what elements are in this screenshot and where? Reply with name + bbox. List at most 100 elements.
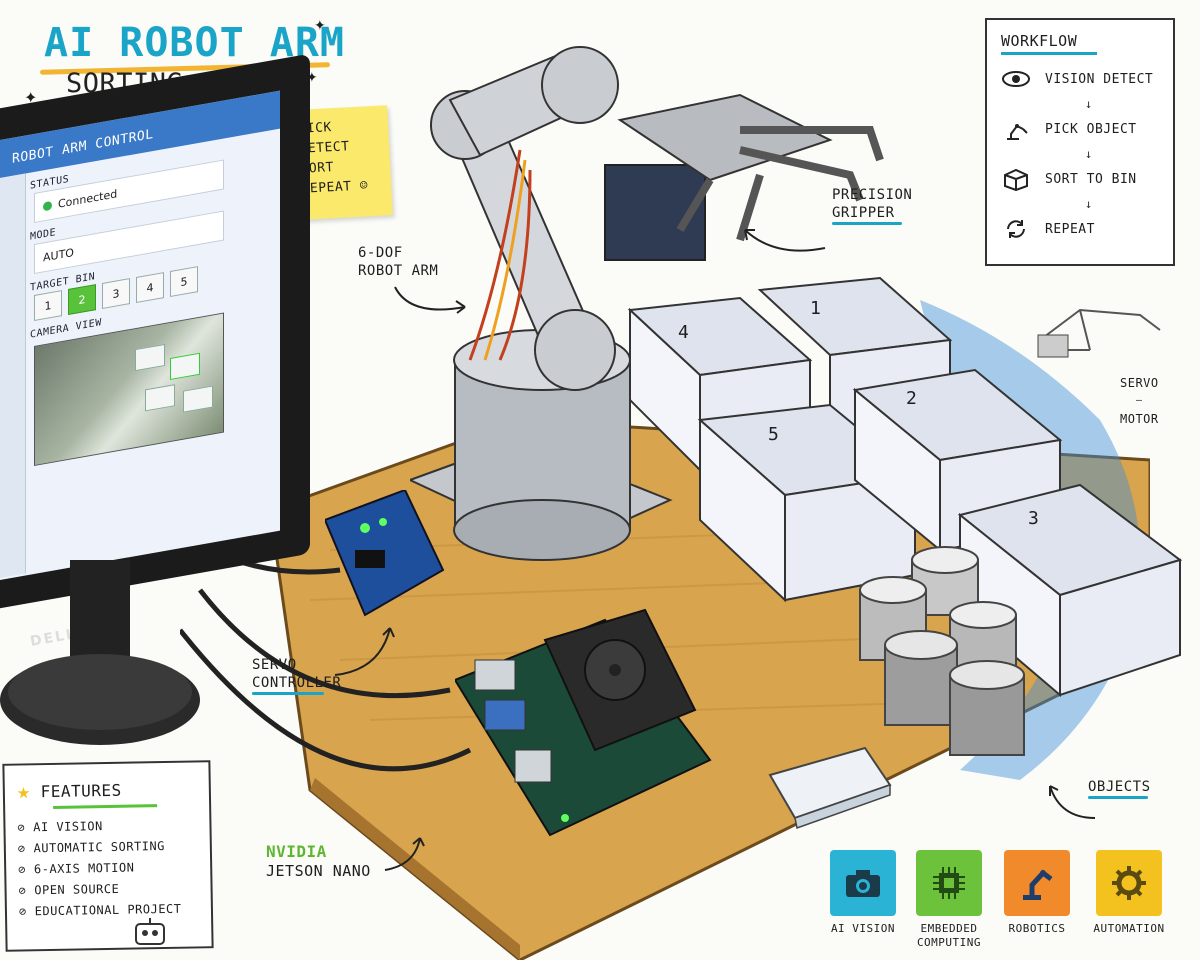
down-arrow-icon: ↓ bbox=[1085, 97, 1093, 111]
camera-bin bbox=[183, 385, 213, 413]
sparkle-icon: ✦ bbox=[306, 70, 318, 86]
callout-arrow-icon bbox=[384, 837, 425, 871]
label-line: PRECISION bbox=[832, 187, 913, 203]
smiley-icon: ☺ bbox=[359, 178, 369, 194]
robot-arm bbox=[410, 46, 884, 561]
box-icon bbox=[1004, 168, 1028, 191]
check-circle-icon: ⊘ bbox=[18, 883, 27, 898]
control-app-window: ROBOT ARM CONTROL STATUS Connected MODE … bbox=[0, 90, 280, 580]
workflow-panel: WORKFLOW VISION DETECT ↓ PICK OBJECT ↓ S… bbox=[985, 18, 1175, 266]
label-line: SERVO bbox=[252, 657, 297, 673]
servo-controller-board bbox=[325, 490, 445, 617]
down-arrow-icon: ↓ bbox=[1085, 197, 1093, 211]
servo-controller-label: SERVO CONTROLLER bbox=[252, 656, 341, 695]
bin-button-3[interactable]: 3 bbox=[102, 278, 130, 310]
feature-label: EDUCATIONAL PROJECT bbox=[34, 901, 182, 919]
feature-label: AUTOMATIC SORTING bbox=[33, 839, 166, 856]
tile-label: AI VISION bbox=[830, 922, 896, 935]
down-arrow-icon: ↓ bbox=[1085, 147, 1093, 161]
monitor: ROBOT ARM CONTROL STATUS Connected MODE … bbox=[0, 53, 310, 650]
callout-arrow-icon bbox=[1049, 785, 1096, 819]
refresh-icon bbox=[1007, 220, 1025, 238]
tile-label: ROBOTICS bbox=[1008, 922, 1066, 935]
eye-icon bbox=[1002, 71, 1030, 87]
workflow-step: PICK OBJECT bbox=[1001, 113, 1159, 145]
tile-ai-vision bbox=[830, 850, 896, 916]
nvidia-label: NVIDIA bbox=[266, 842, 327, 861]
bin-number: 4 bbox=[678, 322, 690, 343]
workflow-step: SORT TO BIN bbox=[1001, 163, 1159, 195]
workflow-title-underline bbox=[1001, 52, 1097, 55]
camera-view bbox=[34, 312, 224, 467]
tile-label: AUTOMATION bbox=[1093, 922, 1165, 935]
bin-button-2[interactable]: 2 bbox=[68, 284, 96, 316]
callout-arrow-icon bbox=[744, 229, 826, 252]
features-title: FEATURES bbox=[40, 780, 122, 802]
workflow-step-label: SORT TO BIN bbox=[1045, 171, 1137, 187]
tile-label: EMBEDDED COMPUTING bbox=[916, 922, 982, 949]
label-line: ROBOT ARM bbox=[358, 263, 439, 279]
star-icon: ★ bbox=[16, 779, 31, 805]
features-panel: ★ FEATURES ⊘ AI VISION ⊘ AUTOMATIC SORTING… bbox=[2, 760, 214, 952]
feature-item: ⊘ EDUCATIONAL PROJECT bbox=[19, 898, 199, 922]
workflow-step: VISION DETECT bbox=[1001, 63, 1159, 95]
cylinder-objects bbox=[859, 546, 1025, 756]
label-dash: — bbox=[1136, 395, 1143, 406]
servo-motor-sketch bbox=[1037, 308, 1161, 358]
workflow-step: REPEAT bbox=[1001, 213, 1159, 245]
check-circle-icon: ⊘ bbox=[17, 841, 26, 856]
sorting-bins bbox=[627, 276, 1183, 698]
servo-motor-label: SERVO — MOTOR bbox=[1120, 374, 1159, 428]
label-line: OBJECTS bbox=[1088, 779, 1151, 795]
workflow-title: WORKFLOW bbox=[1001, 32, 1078, 50]
callout-arrow-icon bbox=[334, 627, 395, 676]
label-line: 6-DOF bbox=[358, 245, 403, 261]
robot-face-icon bbox=[135, 918, 165, 945]
features-title-underline bbox=[53, 804, 158, 809]
mode-value: AUTO bbox=[43, 245, 74, 264]
bin-button-1[interactable]: 1 bbox=[34, 290, 62, 322]
camera-bin bbox=[145, 384, 175, 412]
feature-label: OPEN SOURCE bbox=[34, 881, 120, 898]
tile-embedded-computing bbox=[916, 850, 982, 916]
bin-number: 1 bbox=[810, 298, 822, 319]
app-sidebar bbox=[0, 173, 26, 578]
sparkle-icon: ✦ bbox=[314, 18, 326, 34]
check-circle-icon: ⊘ bbox=[17, 820, 26, 835]
label-line: GRIPPER bbox=[832, 205, 895, 221]
jetson-nano-label: JETSON NANO bbox=[266, 862, 371, 880]
label-underline bbox=[832, 222, 902, 225]
callout-arrow-icon bbox=[394, 286, 466, 314]
monitor-stand bbox=[0, 560, 200, 745]
bin-number: 5 bbox=[768, 424, 780, 445]
workflow-step-label: PICK OBJECT bbox=[1045, 121, 1137, 137]
bin-number: 3 bbox=[1028, 508, 1040, 529]
jetson-nano-board bbox=[455, 608, 712, 837]
robot-arm-label: 6-DOF ROBOT ARM bbox=[358, 244, 438, 280]
bin-button-4[interactable]: 4 bbox=[136, 272, 164, 304]
feature-label: AI VISION bbox=[33, 819, 103, 835]
tile-automation bbox=[1096, 850, 1162, 916]
workflow-step-label: VISION DETECT bbox=[1045, 71, 1154, 87]
white-block bbox=[768, 746, 892, 829]
tile-robotics bbox=[1004, 850, 1070, 916]
robot-arm-icon bbox=[1023, 869, 1053, 900]
bin-number: 2 bbox=[906, 388, 918, 409]
status-value: Connected bbox=[58, 186, 118, 211]
label-line: SERVO bbox=[1120, 376, 1159, 390]
label-line: MOTOR bbox=[1120, 412, 1159, 426]
gear-icon bbox=[1112, 866, 1146, 900]
check-circle-icon: ⊘ bbox=[18, 904, 27, 919]
status-indicator-icon bbox=[43, 200, 52, 211]
precision-gripper-label: PRECISION GRIPPER bbox=[832, 186, 912, 225]
label-underline bbox=[1088, 796, 1148, 799]
camera-icon bbox=[846, 870, 880, 897]
objects-label: OBJECTS bbox=[1088, 778, 1151, 799]
camera-bin bbox=[135, 343, 165, 372]
camera-bin bbox=[170, 352, 200, 381]
chip-icon bbox=[933, 867, 965, 899]
bin-button-5[interactable]: 5 bbox=[170, 266, 198, 298]
feature-label: 6-AXIS MOTION bbox=[33, 860, 135, 877]
check-circle-icon: ⊘ bbox=[18, 862, 27, 877]
robot-arm-icon bbox=[1007, 124, 1028, 140]
